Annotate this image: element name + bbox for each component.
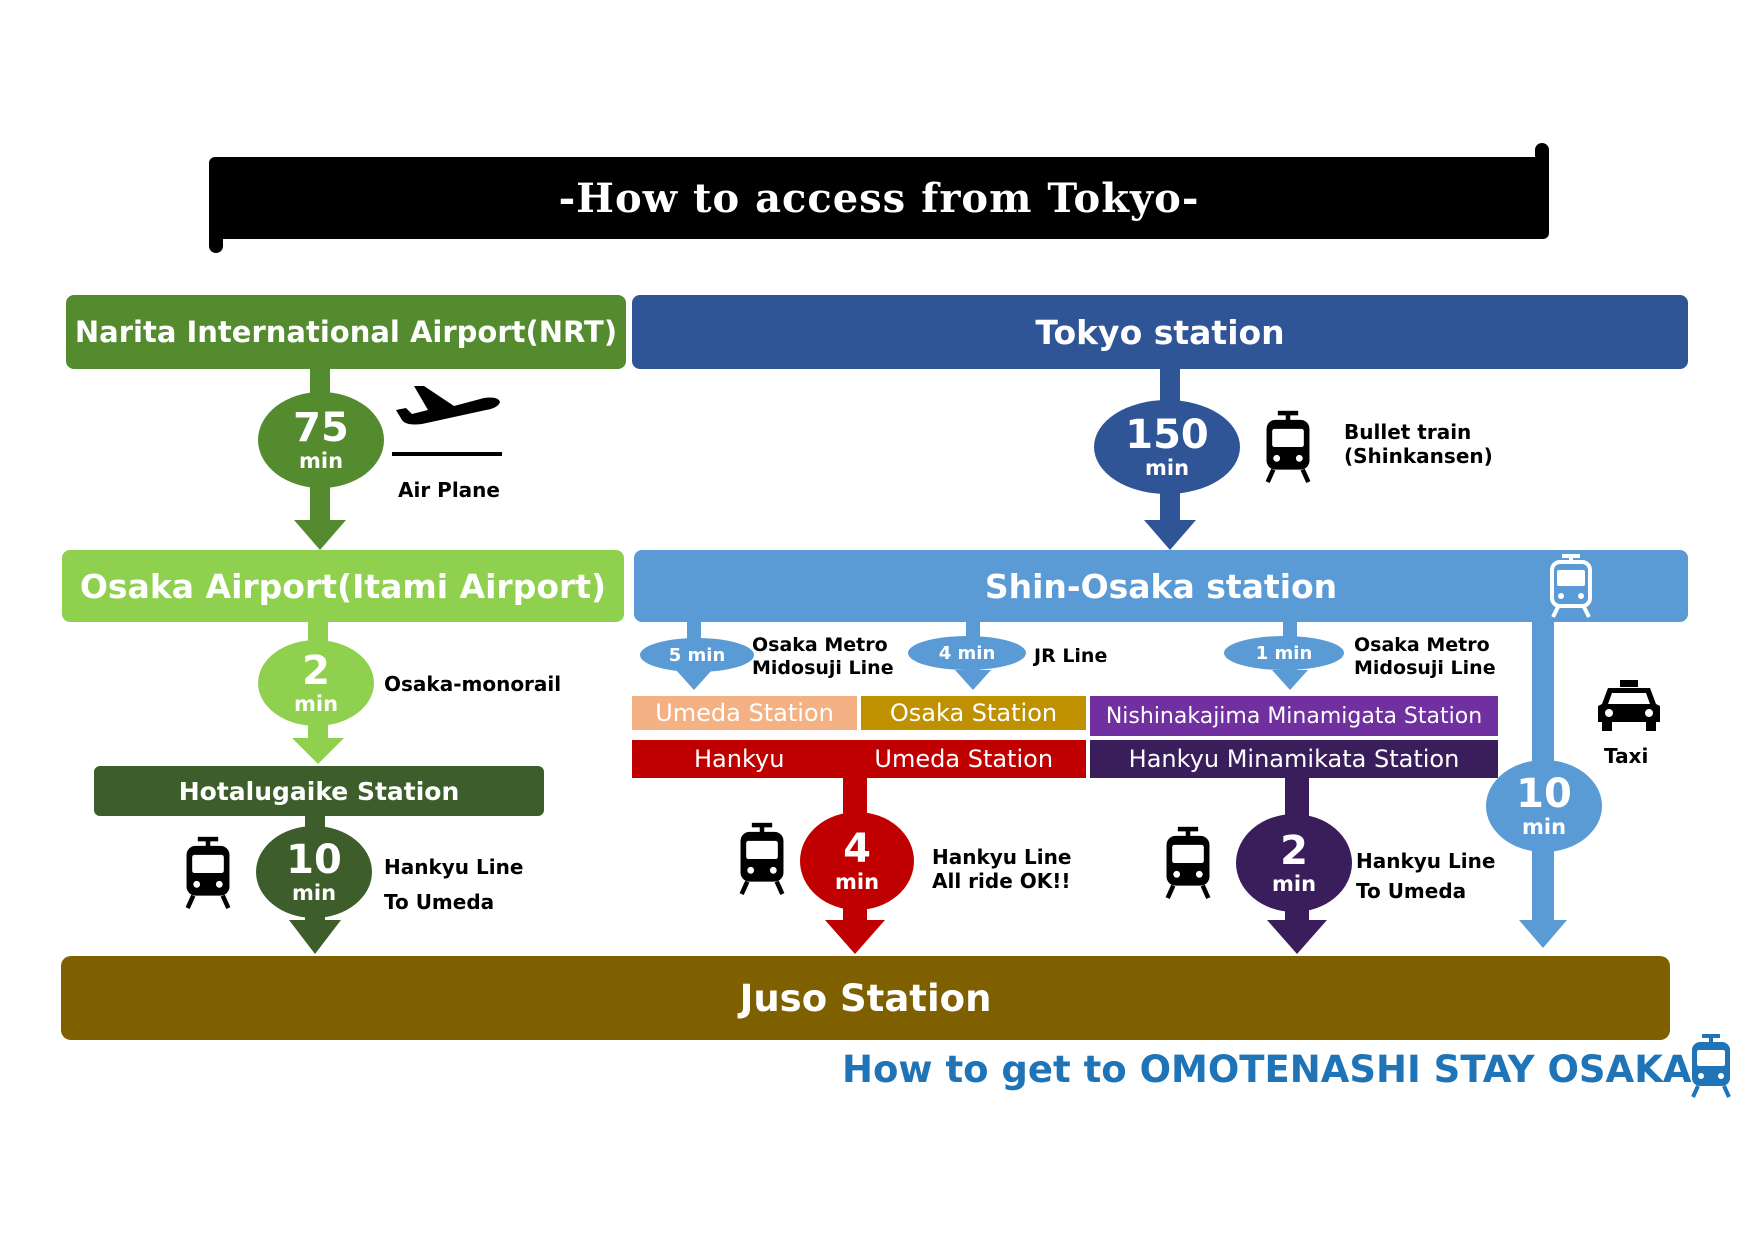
page-title: -How to access from Tokyo- bbox=[209, 157, 1549, 239]
arrowhead-itami-hotalugaike bbox=[292, 738, 344, 764]
arrowhead-minamikata-juso bbox=[1267, 920, 1327, 954]
duration-hankyu-hotalugaike: 10 min bbox=[256, 826, 372, 918]
train-icon bbox=[185, 836, 231, 909]
duration-shinkansen: 150 min bbox=[1094, 400, 1240, 494]
arrowhead-shinosaka-nishinakajima bbox=[1272, 670, 1308, 690]
leg-metro-umeda-label-line1: Osaka Metro bbox=[752, 634, 888, 656]
train-icon bbox=[1165, 826, 1211, 899]
leg-hankyu-hotalugaike-label-line1: Hankyu Line bbox=[384, 855, 524, 879]
duration-hankyu-hotalugaike-number: 10 bbox=[286, 837, 342, 883]
duration-metro-nishinakajima: 1 min bbox=[1224, 636, 1344, 670]
duration-plane-unit: min bbox=[298, 449, 344, 473]
arrowhead-shinosaka-osaka bbox=[955, 670, 991, 690]
leg-metro-nishinakajima-label-line2: Midosuji Line bbox=[1354, 657, 1496, 679]
leg-hankyu-hotalugaike-label: Hankyu Line To Umeda bbox=[384, 850, 523, 920]
footer-caption: How to get to OMOTENASHI STAY OSAKA bbox=[842, 1048, 1692, 1091]
origin-tokyo: Tokyo station bbox=[632, 295, 1688, 369]
leg-hankyu-umeda-label-line2: All ride OK!! bbox=[932, 869, 1071, 893]
duration-hankyu-umeda: 4 min bbox=[800, 812, 914, 910]
leg-hankyu-minamikata-label-line2: To Umeda bbox=[1356, 879, 1467, 903]
duration-metro-umeda: 5 min bbox=[640, 638, 754, 672]
leg-shinkansen-label: Bullet train (Shinkansen) bbox=[1344, 420, 1493, 468]
leg-hankyu-umeda-label-line1: Hankyu Line bbox=[932, 845, 1072, 869]
leg-metro-umeda-label-line2: Midosuji Line bbox=[752, 657, 894, 679]
duration-monorail-number: 2 bbox=[302, 648, 330, 694]
arrowhead-hankyu-umeda-juso bbox=[825, 920, 885, 954]
duration-hankyu-umeda-number: 4 bbox=[843, 826, 871, 872]
leg-monorail-label: Osaka-monorail bbox=[384, 672, 562, 696]
duration-shinkansen-number: 150 bbox=[1125, 412, 1209, 458]
duration-jr-osaka: 4 min bbox=[908, 636, 1026, 670]
train-icon bbox=[1691, 1034, 1731, 1098]
duration-shinkansen-unit: min bbox=[1144, 456, 1190, 480]
arrowhead-shinosaka-juso bbox=[1519, 920, 1567, 948]
hub-shin-osaka: Shin-Osaka station bbox=[634, 550, 1688, 622]
leg-plane-label: Air Plane bbox=[398, 478, 500, 502]
taxi-icon bbox=[1598, 680, 1660, 731]
station-hankyu-umeda-left: Hankyu bbox=[694, 745, 785, 773]
station-nishinakajima: Nishinakajima Minamigata Station bbox=[1090, 696, 1498, 736]
leg-shinkansen-label-line1: Bullet train bbox=[1344, 420, 1472, 444]
hub-hotalugaike: Hotalugaike Station bbox=[94, 766, 544, 816]
arrowhead-narita-itami bbox=[294, 520, 346, 550]
arrowhead-hotalugaike-juso bbox=[289, 920, 341, 954]
duration-monorail: 2 min bbox=[258, 640, 374, 726]
duration-taxi-number: 10 bbox=[1516, 771, 1572, 817]
leg-hankyu-hotalugaike-label-line2: To Umeda bbox=[384, 890, 495, 914]
leg-shinkansen-label-line2: (Shinkansen) bbox=[1344, 444, 1493, 468]
leg-metro-nishinakajima-label-line1: Osaka Metro bbox=[1354, 634, 1490, 656]
train-icon bbox=[739, 822, 785, 895]
train-icon bbox=[1550, 554, 1592, 618]
train-icon bbox=[1265, 410, 1311, 483]
leg-jr-osaka-label: JR Line bbox=[1034, 645, 1108, 667]
duration-hankyu-minamikata: 2 min bbox=[1236, 814, 1352, 912]
duration-plane-number: 75 bbox=[293, 405, 349, 451]
duration-taxi-unit: min bbox=[1521, 815, 1567, 839]
leg-hankyu-umeda-label: Hankyu Line All ride OK!! bbox=[932, 845, 1071, 893]
hub-juso: Juso Station bbox=[61, 956, 1670, 1040]
leg-hankyu-minamikata-label-line1: Hankyu Line bbox=[1356, 849, 1496, 873]
duration-hankyu-hotalugaike-unit: min bbox=[291, 881, 337, 905]
origin-narita: Narita International Airport(NRT) bbox=[66, 295, 626, 369]
leg-hankyu-minamikata-label: Hankyu Line To Umeda bbox=[1356, 846, 1495, 906]
duration-taxi: 10 min bbox=[1486, 760, 1602, 852]
duration-monorail-unit: min bbox=[293, 692, 339, 716]
duration-hankyu-minamikata-unit: min bbox=[1271, 872, 1317, 896]
duration-hankyu-umeda-unit: min bbox=[834, 870, 880, 894]
leg-metro-umeda-label: Osaka Metro Midosuji Line bbox=[752, 634, 894, 680]
duration-plane: 75 min bbox=[258, 392, 384, 488]
runway-line bbox=[392, 452, 502, 456]
station-minamikata: Hankyu Minamikata Station bbox=[1090, 740, 1498, 778]
airplane-icon bbox=[396, 386, 500, 425]
duration-hankyu-minamikata-number: 2 bbox=[1280, 828, 1308, 874]
leg-taxi-label: Taxi bbox=[1604, 744, 1649, 768]
station-osaka: Osaka Station bbox=[861, 696, 1086, 730]
arrowhead-shinosaka-umeda bbox=[676, 670, 712, 690]
station-hankyu-umeda: Hankyu Umeda Station bbox=[632, 740, 1086, 778]
station-hankyu-umeda-right: Umeda Station bbox=[874, 745, 1054, 773]
leg-metro-nishinakajima-label: Osaka Metro Midosuji Line bbox=[1354, 634, 1496, 680]
arrowhead-tokyo-shinosaka bbox=[1144, 520, 1196, 550]
station-umeda: Umeda Station bbox=[632, 696, 857, 730]
hub-itami: Osaka Airport(Itami Airport) bbox=[62, 550, 624, 622]
